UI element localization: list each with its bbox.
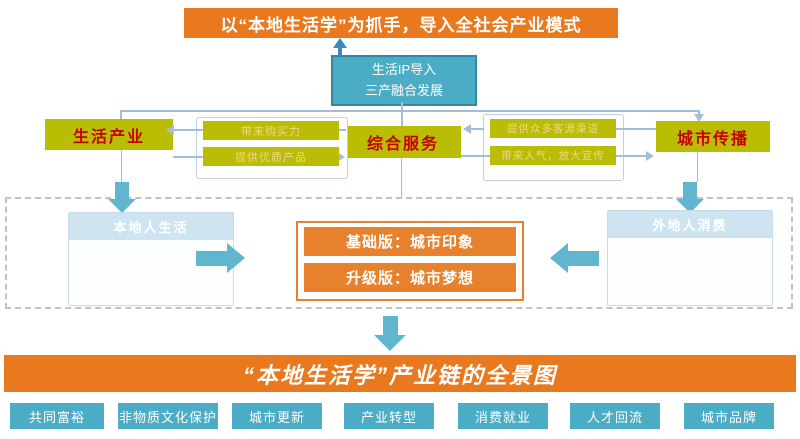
chip-urban-renewal: 城市更新 xyxy=(232,403,322,429)
chip-common-prosperity: 共同富裕 xyxy=(10,403,104,429)
local-life-label: 本地人生活 xyxy=(69,213,233,240)
upgrade-version-bar: 升级版：城市梦想 xyxy=(304,263,516,292)
right-arrowhead-icon xyxy=(646,151,654,161)
link-popularity-publicity: 带来人气，放大宣传 xyxy=(490,146,616,165)
drop-line xyxy=(401,158,402,221)
top-banner: 以“本地生活学”为抓手，导入全社会产业模式 xyxy=(184,8,618,38)
bottom-banner: “本地生活学”产业链的全景图 xyxy=(4,355,796,392)
pillar-city-communication: 城市传播 xyxy=(656,121,770,152)
up-arrow-icon xyxy=(333,38,347,48)
link-line xyxy=(174,129,203,131)
branch-connector xyxy=(698,110,700,115)
link-line xyxy=(616,155,646,157)
link-line xyxy=(471,128,484,130)
local-life-box: 本地人生活 xyxy=(68,212,234,306)
visitor-consumption-label: 外地人消费 xyxy=(608,211,772,238)
down-arrowhead-icon xyxy=(694,114,704,122)
ip-import-line2: 三产融合发展 xyxy=(364,82,443,98)
left-arrowhead-icon xyxy=(463,124,471,134)
chip-talent-return: 人才回流 xyxy=(570,403,660,429)
link-line xyxy=(173,156,203,158)
right-arrowhead-icon xyxy=(337,152,345,162)
branch-connector xyxy=(401,110,403,126)
link-purchasing-power: 带来购买力 xyxy=(203,121,339,140)
chip-city-brand: 城市品牌 xyxy=(684,403,774,429)
link-quality-products: 提供优质产品 xyxy=(203,147,339,166)
left-arrowhead-icon xyxy=(166,125,174,135)
chip-intangible-culture: 非物质文化保护 xyxy=(118,403,218,429)
chip-consumption-employment: 消费就业 xyxy=(458,403,548,429)
link-line xyxy=(339,129,346,131)
ip-import-box: 生活IP导入 三产融合发展 xyxy=(331,55,477,106)
pillar-comprehensive-service: 综合服务 xyxy=(345,126,461,158)
drop-line xyxy=(121,150,122,182)
ip-import-line1: 生活IP导入 xyxy=(371,62,437,78)
drop-line xyxy=(697,152,698,182)
up-arrow-icon xyxy=(338,47,342,55)
branch-connector xyxy=(120,110,122,119)
chip-industry-transformation: 产业转型 xyxy=(344,403,434,429)
link-line xyxy=(616,128,656,130)
branch-connector xyxy=(401,102,403,111)
pillar-life-industry: 生活产业 xyxy=(45,119,173,150)
link-customer-channels: 提供众多客源渠道 xyxy=(490,119,616,138)
link-line xyxy=(461,155,490,157)
visitor-consumption-box: 外地人消费 xyxy=(607,210,773,306)
basic-version-bar: 基础版：城市印象 xyxy=(304,227,516,256)
branch-connector xyxy=(120,110,700,112)
